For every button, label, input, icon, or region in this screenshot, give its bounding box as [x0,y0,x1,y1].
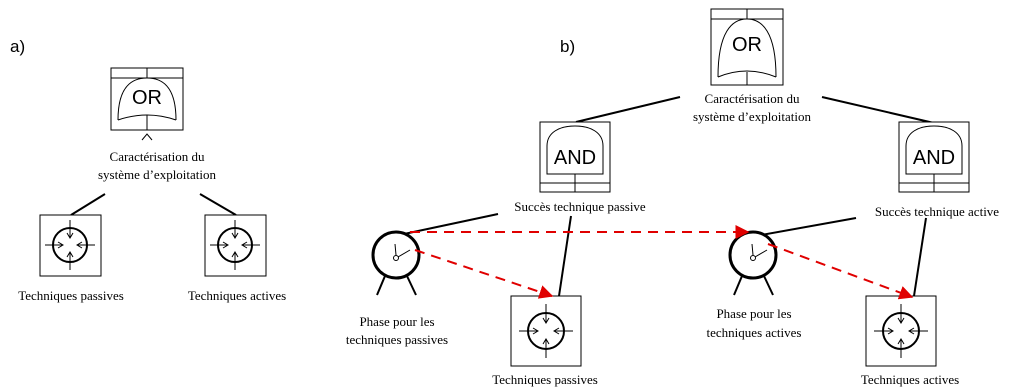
root-b-line1: Caractérisation du [705,91,800,106]
and-gate-right: AND [898,121,970,193]
arrow-phase-to-passive [414,249,554,299]
and-gate-left: AND [539,121,611,193]
leaf-a-passive: Techniques passives [18,288,124,303]
root-a-line2: système d’exploitation [98,167,217,182]
basic-event-b-active [865,295,937,367]
basic-event-a-active [204,214,267,277]
phase-clock-passive-icon [371,230,421,296]
basic-event-b-passive [510,295,582,367]
phase-passive-line1: Phase pour les [359,314,434,329]
phase-active-line1: Phase pour les [716,306,791,321]
leaf-b-active: Techniques actives [861,372,959,387]
panel-b-label: b) [560,37,575,56]
leaf-b-passive: Techniques passives [492,372,598,387]
or-gate-b: OR [710,8,784,86]
or-gate-a-label: OR [132,87,162,109]
sequence-arrows [410,225,914,300]
panel-a-label: a) [10,37,25,56]
success-passive-label: Succès technique passive [514,199,646,214]
root-b-line2: système d’exploitation [693,109,812,124]
and-gate-left-label: AND [554,147,596,169]
phase-clock-active-icon [728,230,778,296]
arrow-phase-to-active [767,243,914,300]
root-a-line1: Caractérisation du [110,149,205,164]
or-gate-a: OR [110,67,184,131]
and-gate-right-label: AND [913,147,955,169]
leaf-a-active: Techniques actives [188,288,286,303]
or-gate-b-label: OR [732,34,762,56]
phase-active-line2: techniques actives [707,325,802,340]
basic-event-a-passive [39,214,102,277]
phase-passive-line2: techniques passives [346,332,448,347]
success-active-label: Succès technique active [875,204,999,219]
